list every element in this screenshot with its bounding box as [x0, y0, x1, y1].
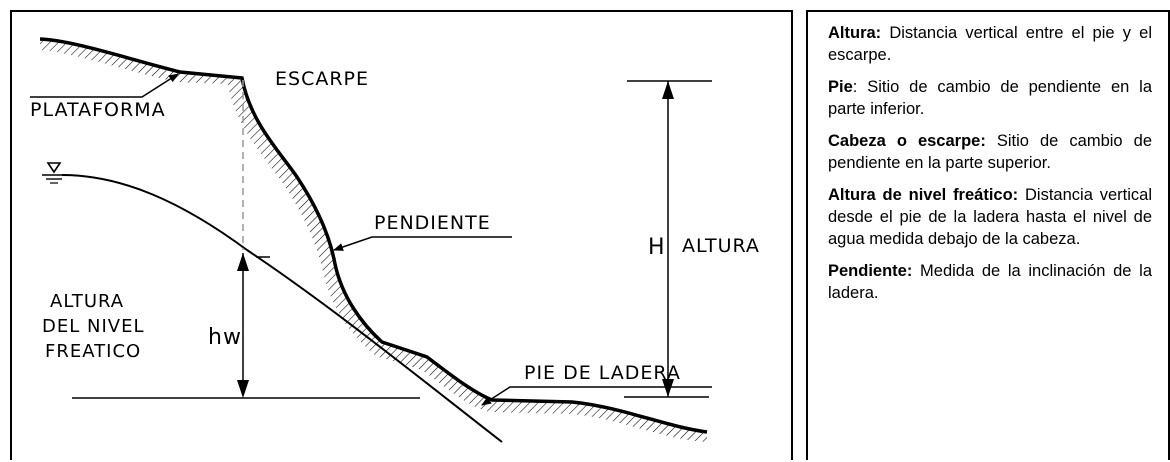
definition-text: : Sitio de cambio de pendiente en la par…: [828, 78, 1152, 118]
pendiente-label: PENDIENTE: [374, 212, 491, 234]
definition-text: Medida de la inclinación de la ladera.: [828, 262, 1152, 302]
ground-surface-line: [39, 37, 708, 434]
water-table-symbol-icon: [42, 162, 66, 184]
definition-nivel-freatico: Altura de nivel freático: Distancia vert…: [828, 184, 1152, 250]
definition-text: Distancia vertical desde el pie de la la…: [828, 186, 1152, 248]
pie-leader: [481, 386, 712, 406]
definition-text: Distancia vertical entre el pie y el esc…: [828, 24, 1152, 64]
definition-term: Altura:: [828, 24, 882, 42]
definition-cabeza: Cabeza o escarpe: Sitio de cambio de pen…: [828, 130, 1152, 174]
definition-altura: Altura: Distancia vertical entre el pie …: [828, 22, 1152, 66]
definition-term: Altura de nivel freático:: [828, 186, 1019, 204]
definition-pie: Pie: Sitio de cambio de pendiente en la …: [828, 76, 1152, 120]
pie-de-ladera-label: PIE DE LADERA: [524, 362, 681, 384]
pendiente-leader: [333, 236, 512, 251]
definition-term: Pendiente:: [828, 262, 913, 280]
definition-text: Sitio de cambio de pendiente en la parte…: [828, 132, 1152, 172]
altura-label: ALTURA: [682, 235, 760, 257]
h-label: H: [648, 235, 666, 260]
slope-diagram-panel: ESCARPE PLATAFORMA PENDIENTE H ALTURA AL…: [10, 10, 793, 460]
definition-term: Cabeza o escarpe:: [828, 132, 986, 150]
altura-nivel-label-line2: DEL NIVEL: [42, 316, 144, 337]
definition-pendiente: Pendiente: Medida de la inclinación de l…: [828, 260, 1152, 304]
definitions-panel: Altura: Distancia vertical entre el pie …: [806, 10, 1170, 460]
water-table-line: [61, 174, 503, 443]
escarpe-label: ESCARPE: [275, 68, 369, 90]
altura-nivel-label-line1: ALTURA: [50, 291, 124, 312]
plataforma-label: PLATAFORMA: [30, 99, 166, 121]
definition-term: Pie: [828, 78, 853, 96]
plataforma-leader: [30, 73, 179, 98]
slope-diagram: ESCARPE PLATAFORMA PENDIENTE H ALTURA AL…: [30, 37, 760, 443]
hw-label: hw: [208, 325, 242, 350]
altura-nivel-label-line3: FREATICO: [45, 341, 141, 362]
